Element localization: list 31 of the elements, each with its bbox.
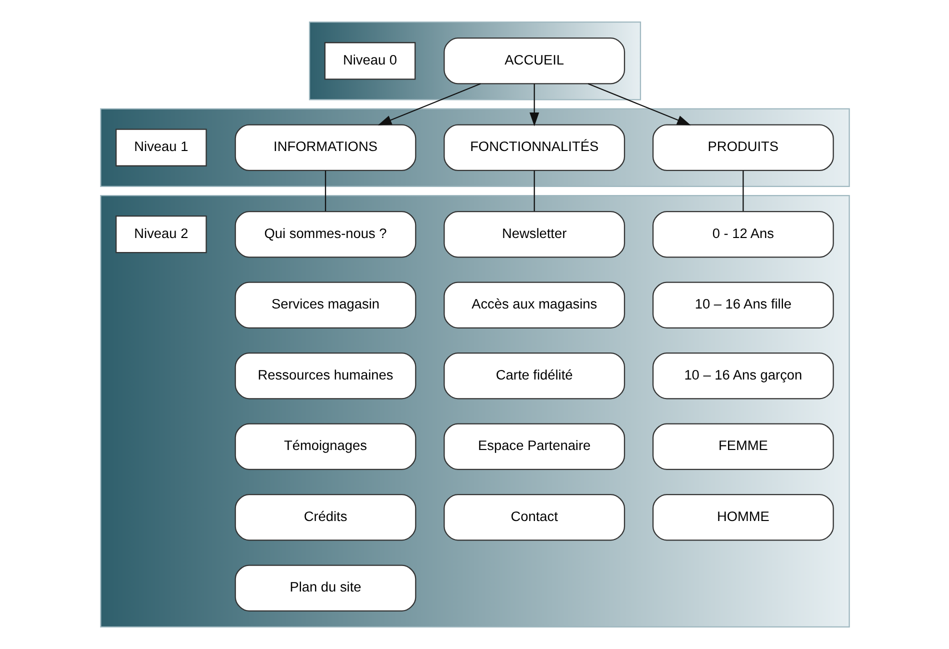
node-box: Crédits	[234, 494, 416, 541]
node-box: 10 – 16 Ans garçon	[652, 352, 834, 400]
connector	[533, 170, 534, 212]
arrow	[529, 84, 539, 126]
node-box: Niveau 0	[324, 42, 416, 80]
cluster	[100, 108, 850, 187]
arrow	[377, 83, 480, 126]
connector	[324, 170, 326, 212]
node-box: 10 – 16 Ans fille	[652, 282, 834, 328]
node-box: Carte fidélité	[443, 352, 625, 400]
node-box: INFORMATIONS	[234, 124, 416, 171]
node-box: Espace Partenaire	[443, 423, 625, 470]
node-box: Qui sommes-nous ?	[234, 210, 416, 258]
node-box: 0 - 12 Ans	[652, 210, 834, 258]
node-box: ACCUEIL	[443, 38, 625, 84]
node-box: Niveau 1	[115, 128, 206, 166]
cluster	[308, 22, 641, 100]
node-box: Ressources humaines	[234, 352, 416, 400]
node-box: Services magasin	[234, 282, 416, 328]
node-box: FONCTIONNALITÉS	[443, 124, 625, 171]
cluster	[100, 194, 850, 628]
node-box: PRODUITS	[652, 124, 834, 171]
node-box: Plan du site	[234, 564, 416, 612]
node-box: Newsletter	[443, 210, 625, 258]
node-box: Contact	[443, 494, 625, 541]
node-box: HOMME	[652, 494, 834, 541]
node-box: FEMME	[652, 423, 834, 470]
node-box: Accès aux magasins	[443, 282, 625, 328]
node-box: Témoignages	[234, 423, 416, 470]
connector	[742, 170, 744, 212]
node-box: Niveau 2	[115, 216, 206, 254]
